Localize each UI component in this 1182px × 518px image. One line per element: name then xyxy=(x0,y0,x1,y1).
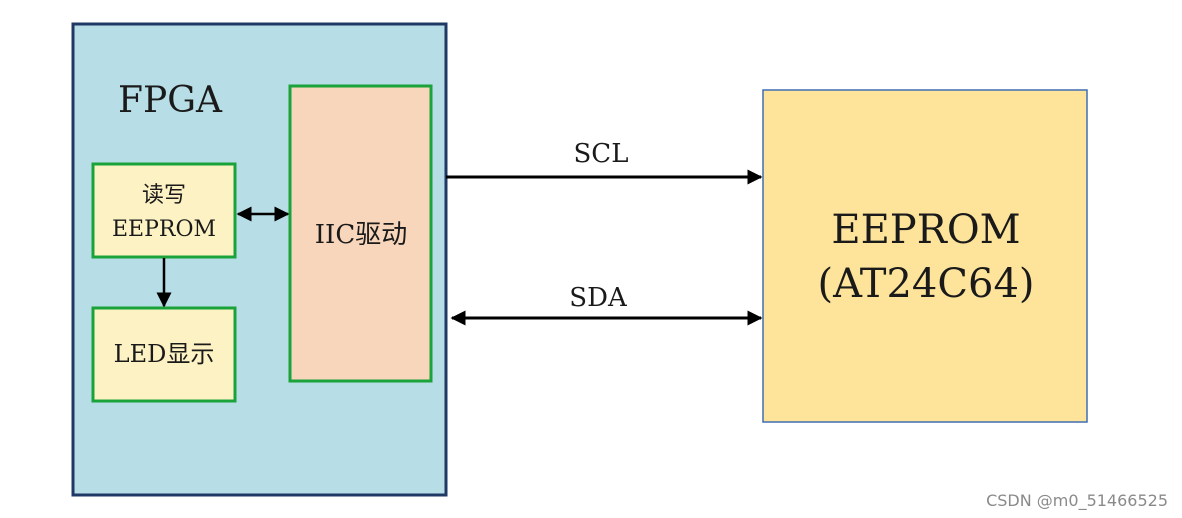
read-write-eeprom-block xyxy=(91,162,237,259)
led-display-label: LED显示 xyxy=(114,340,215,368)
read-write-label-line2: EEPROM xyxy=(112,217,216,242)
eeprom-chip-model: (AT24C64) xyxy=(818,261,1035,307)
watermark-text: CSDN @m0_51466525 xyxy=(986,491,1168,510)
sda-label: SDA xyxy=(569,283,628,313)
eeprom-chip-label: EEPROM xyxy=(831,207,1020,253)
eeprom-chip-block xyxy=(762,89,1088,423)
fpga-label: FPGA xyxy=(118,80,223,121)
scl-label: SCL xyxy=(574,139,629,169)
led-display-block xyxy=(91,306,237,403)
read-write-label-line1: 读写 xyxy=(142,183,186,208)
iic-driver-block xyxy=(288,84,433,383)
iic-driver-label: IIC驱动 xyxy=(315,220,407,250)
